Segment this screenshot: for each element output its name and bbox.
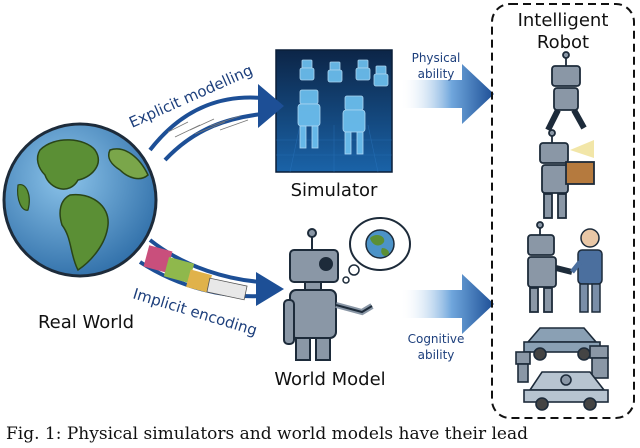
- real-world-label: Real World: [38, 312, 134, 333]
- physical-ability-label-line2: ability: [418, 67, 455, 81]
- physical-ability-label-line1: Physical: [412, 51, 461, 65]
- cognitive-ability-arrow: [400, 274, 494, 334]
- carrying-robot-icon: [539, 129, 595, 219]
- cognitive-ability-label-line1: Cognitive: [408, 332, 465, 346]
- cognitive-ability-label-line2: ability: [418, 348, 455, 362]
- intelligent-robot-title-line1: Intelligent: [518, 10, 609, 31]
- simulator-image: [275, 49, 393, 173]
- explicit-modelling-arrow: [148, 84, 284, 162]
- intelligent-robot-title-line2: Robot: [537, 32, 589, 53]
- encoding-snapshots-icon: [143, 245, 248, 301]
- thought-bubble-icon: [342, 217, 411, 284]
- world-model-label: World Model: [274, 369, 385, 390]
- human-icon: [570, 228, 603, 313]
- simulated-robots-icon: [297, 59, 389, 155]
- handshake-robot-icon: [527, 221, 573, 313]
- simulator-label: Simulator: [291, 180, 378, 201]
- intelligent-robot-panel: [491, 3, 635, 419]
- physical-ability-arrow: [400, 64, 494, 124]
- car-assembly-robot-icon: [515, 327, 609, 411]
- walking-robot-icon: [545, 51, 587, 132]
- world-model-robot-icon: [283, 228, 374, 361]
- globe-icon: [2, 122, 158, 278]
- figure-caption: Fig. 1: Physical simulators and world mo…: [6, 424, 528, 444]
- implicit-encoding-arrow: [138, 238, 284, 306]
